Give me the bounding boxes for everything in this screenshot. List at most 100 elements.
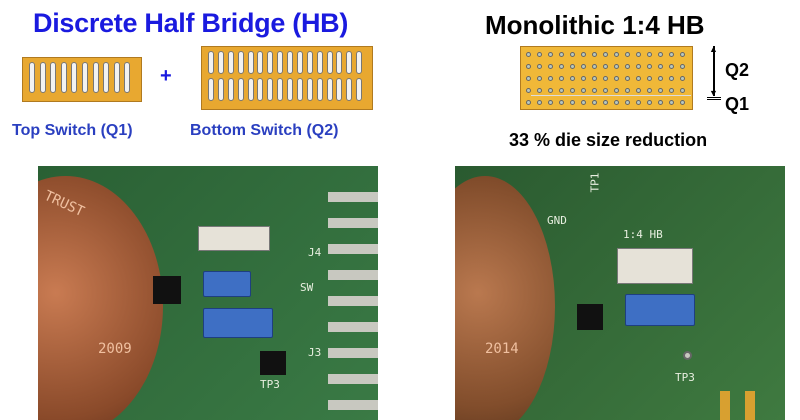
- label-tp3: TP3: [675, 371, 695, 384]
- bump-slot: [277, 51, 284, 74]
- solder-bump: [669, 64, 674, 69]
- solder-bump: [581, 64, 586, 69]
- solder-bump: [658, 52, 663, 57]
- bump-slot: [277, 78, 284, 101]
- bump-slot: [113, 62, 120, 93]
- solder-bump: [570, 100, 575, 105]
- penny-coin: [38, 176, 163, 420]
- solder-bump: [669, 52, 674, 57]
- solder-bump: [658, 76, 663, 81]
- bump-slot: [247, 51, 254, 74]
- solder-bump: [537, 76, 542, 81]
- solder-bump: [658, 88, 663, 93]
- inductor-small: [203, 271, 251, 297]
- solder-bump: [658, 64, 663, 69]
- bump-slot: [316, 78, 323, 101]
- solder-bump: [592, 64, 597, 69]
- solder-bump: [680, 64, 685, 69]
- q1-marker-2: [707, 99, 721, 100]
- solder-bump: [559, 76, 564, 81]
- label-1-4-hb: 1:4 HB: [623, 228, 663, 241]
- solder-bump: [680, 76, 685, 81]
- top-switch-die: [22, 57, 142, 102]
- penny-coin: [455, 176, 555, 420]
- bump-slot: [257, 78, 264, 101]
- inductor: [625, 294, 695, 326]
- bump-slot: [217, 51, 224, 74]
- bump-slot: [326, 78, 333, 101]
- transistor: [260, 351, 286, 375]
- label-j4: J4: [308, 246, 322, 259]
- bump-slot: [247, 78, 254, 101]
- bump-slot: [227, 78, 234, 101]
- bump-slot: [287, 78, 293, 101]
- arrow-down-icon: ▼: [709, 88, 718, 98]
- pin-pad: [745, 391, 755, 420]
- solder-bump: [625, 64, 630, 69]
- solder-bump: [570, 64, 575, 69]
- label-gnd: GND: [547, 214, 567, 227]
- solder-bump: [647, 64, 652, 69]
- bump-slot: [82, 62, 88, 93]
- solder-bump: [526, 100, 531, 105]
- solder-bump: [647, 100, 652, 105]
- pin-pad: [720, 391, 730, 420]
- q2-label: Q2: [725, 60, 750, 80]
- header-pins: [328, 176, 378, 420]
- solder-bump: [625, 52, 630, 57]
- solder-bump: [603, 76, 608, 81]
- bump-slot: [306, 78, 313, 101]
- solder-bump: [548, 52, 553, 57]
- top-switch-label: Top Switch (Q1): [12, 122, 133, 139]
- bump-slot: [237, 51, 244, 74]
- solder-bump: [526, 88, 531, 93]
- solder-bump: [669, 88, 674, 93]
- solder-bump: [570, 76, 575, 81]
- solder-bump: [636, 100, 641, 105]
- arrow-up-icon: ▲: [709, 44, 718, 54]
- driver-ic: [153, 276, 181, 304]
- solder-bump: [592, 76, 597, 81]
- bump-slot: [316, 51, 323, 74]
- solder-bump: [526, 76, 531, 81]
- bump-slot: [356, 51, 363, 74]
- solder-bump: [614, 64, 619, 69]
- solder-bump: [614, 88, 619, 93]
- solder-bump: [647, 52, 652, 57]
- bump-slot: [356, 78, 363, 101]
- solder-bump: [636, 76, 641, 81]
- label-j3: J3: [308, 346, 322, 359]
- solder-bump: [680, 52, 685, 57]
- bump-slot: [296, 78, 303, 101]
- solder-bump: [658, 100, 663, 105]
- bump-slot: [306, 51, 313, 74]
- die-size-reduction: 33 % die size reduction: [509, 130, 708, 150]
- solder-bump: [526, 52, 531, 57]
- solder-bump: [603, 52, 608, 57]
- solder-bump: [559, 100, 564, 105]
- capacitor-bank: [198, 226, 270, 251]
- plus-sign: +: [160, 65, 172, 87]
- solder-bump: [537, 64, 542, 69]
- solder-bump: [625, 100, 630, 105]
- solder-bump: [647, 76, 652, 81]
- bump-slot: [296, 51, 303, 74]
- bump-slot: [267, 78, 274, 101]
- bump-slot: [257, 51, 264, 74]
- discrete-hb-title: Discrete Half Bridge (HB): [33, 8, 349, 38]
- coin-year: 2009: [98, 341, 132, 357]
- bump-slot: [29, 62, 35, 93]
- transistor: [577, 304, 603, 330]
- solder-bump: [526, 64, 531, 69]
- solder-bump: [636, 64, 641, 69]
- solder-bump: [581, 52, 586, 57]
- label-tp1: TP1: [588, 172, 602, 193]
- solder-bump: [636, 88, 641, 93]
- solder-bump: [559, 88, 564, 93]
- bump-slot: [39, 62, 46, 93]
- bump-slot: [336, 78, 343, 101]
- q2-arrow: [713, 46, 715, 96]
- bump-slot: [326, 51, 333, 74]
- monolithic-hb-title: Monolithic 1:4 HB: [485, 10, 705, 40]
- solder-bump: [592, 52, 597, 57]
